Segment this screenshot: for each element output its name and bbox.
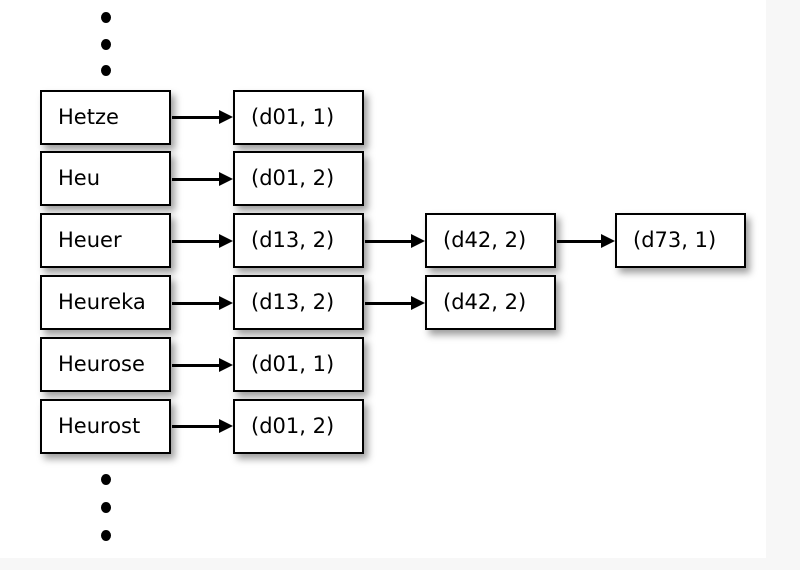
term-box-2[interactable]: Heuer	[40, 213, 171, 268]
term-box-label: Hetze	[58, 105, 119, 129]
posting-head-box-label: (d13, 2)	[251, 290, 335, 314]
posting-head-box-1[interactable]: (d01, 2)	[233, 151, 364, 206]
term-box-4[interactable]: Heurose	[40, 337, 171, 392]
posting-head-box-2[interactable]: (d13, 2)	[233, 213, 364, 268]
arrow-d13-2-to-d42-2-a	[365, 234, 425, 248]
term-box-label: Heurose	[58, 352, 145, 376]
term-box-label: Heurost	[58, 414, 141, 438]
posting-head-box-5[interactable]: (d01, 2)	[233, 399, 364, 454]
arrow-heuer-to-d13-2	[172, 234, 233, 248]
posting-tail-box-0[interactable]: (d73, 1)	[615, 213, 746, 268]
posting-head-box-3[interactable]: (d13, 2)	[233, 275, 364, 330]
posting-next-box-label: (d42, 2)	[443, 290, 527, 314]
arrow-d42-2-to-d73-1	[557, 234, 615, 248]
posting-head-box-label: (d01, 1)	[251, 352, 335, 376]
posting-head-box-label: (d01, 1)	[251, 105, 335, 129]
ellipsis-dot-icon-0	[101, 474, 111, 485]
posting-head-box-4[interactable]: (d01, 1)	[233, 337, 364, 392]
term-box-label: Heuer	[58, 228, 122, 252]
posting-head-box-label: (d01, 2)	[251, 414, 335, 438]
term-box-label: Heu	[58, 166, 101, 190]
posting-head-box-label: (d13, 2)	[251, 228, 335, 252]
arrow-heurost-to-d01-2	[172, 419, 233, 433]
posting-next-box-1[interactable]: (d42, 2)	[425, 275, 556, 330]
page-gutter-right	[766, 0, 800, 570]
term-box-1[interactable]: Heu	[40, 151, 171, 206]
arrow-d13-2-to-d42-2-b	[365, 296, 425, 310]
page-gutter-bottom	[0, 558, 800, 570]
term-box-3[interactable]: Heureka	[40, 275, 171, 330]
arrow-heureka-to-d13-2	[172, 296, 233, 310]
arrow-hetze-to-d01-1	[172, 110, 233, 124]
ellipsis-dot-icon-0	[101, 12, 111, 23]
ellipsis-dot-icon-2	[101, 530, 111, 541]
posting-next-box-0[interactable]: (d42, 2)	[425, 213, 556, 268]
term-box-5[interactable]: Heurost	[40, 399, 171, 454]
arrow-heurose-to-d01-1	[172, 358, 233, 372]
term-box-0[interactable]: Hetze	[40, 90, 171, 145]
posting-tail-box-label: (d73, 1)	[633, 228, 717, 252]
ellipsis-dot-icon-1	[101, 502, 111, 513]
posting-next-box-label: (d42, 2)	[443, 228, 527, 252]
ellipsis-dot-icon-2	[101, 65, 111, 76]
posting-head-box-label: (d01, 2)	[251, 166, 335, 190]
posting-head-box-0[interactable]: (d01, 1)	[233, 90, 364, 145]
term-box-label: Heureka	[58, 290, 146, 314]
ellipsis-dot-icon-1	[101, 39, 111, 50]
arrow-heu-to-d01-2	[172, 172, 233, 186]
